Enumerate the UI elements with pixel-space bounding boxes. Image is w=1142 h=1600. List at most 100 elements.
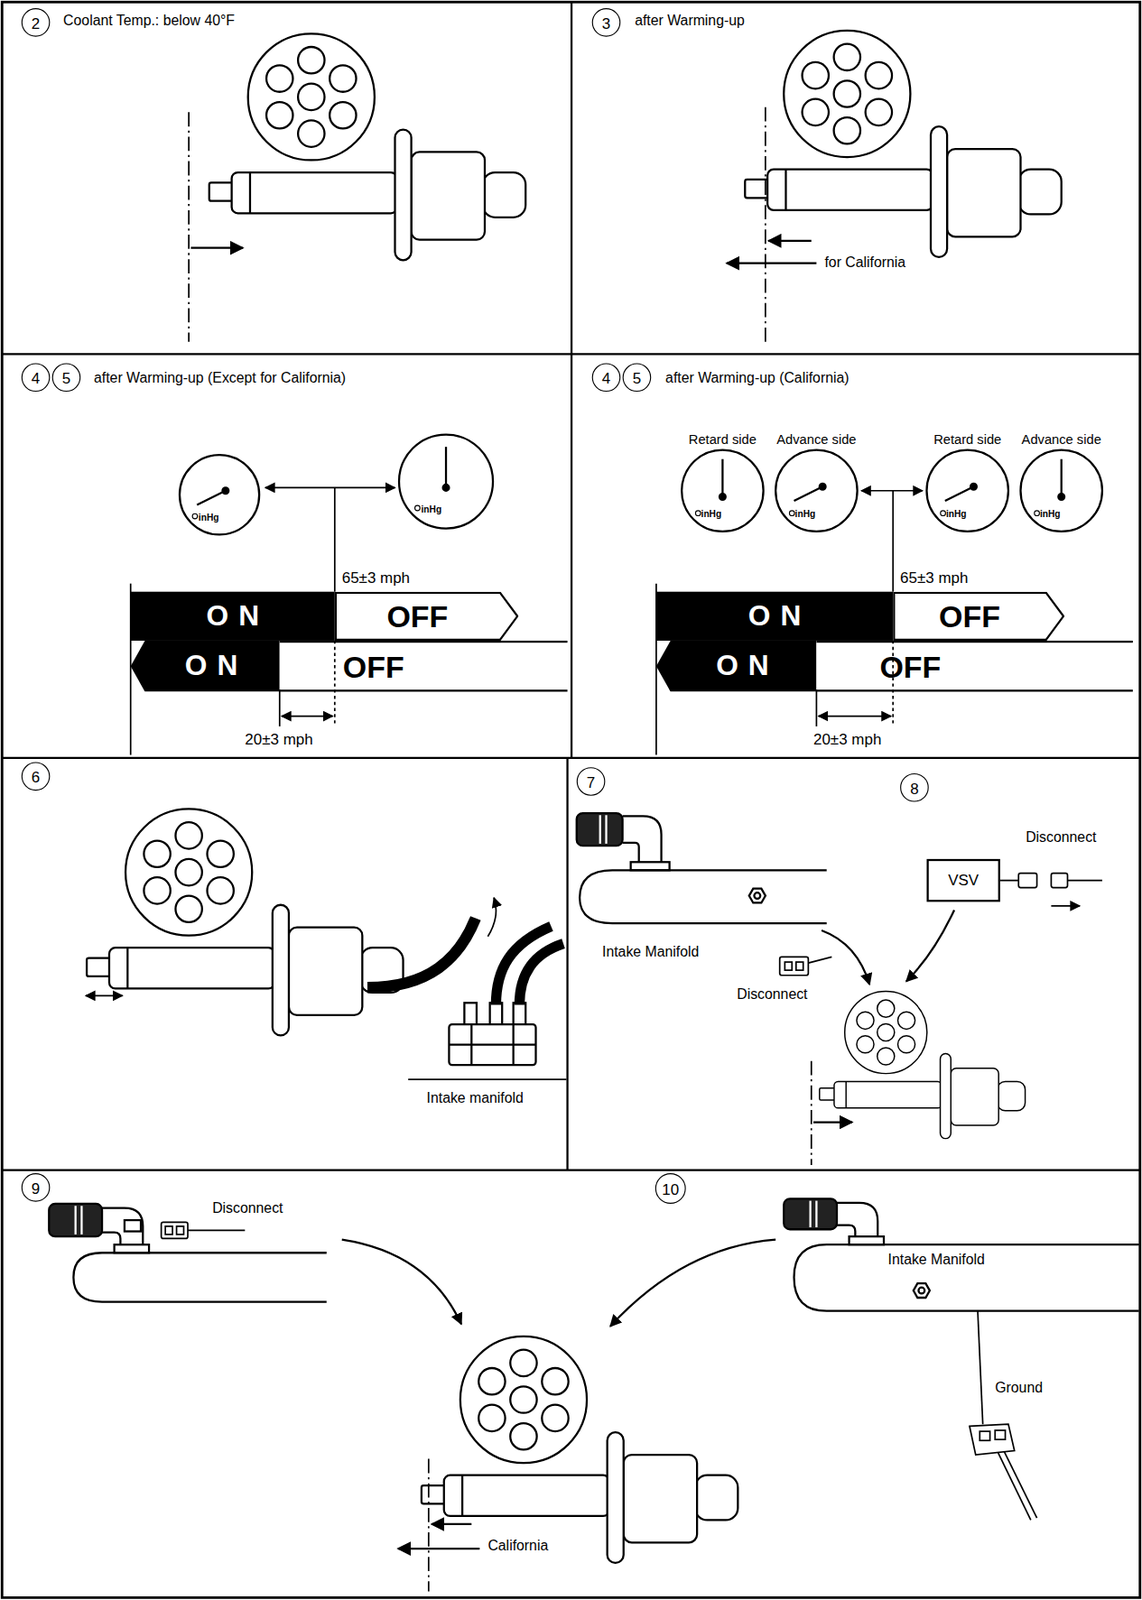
callout-number: 2	[21, 8, 51, 38]
vacuum-hose	[519, 944, 564, 1006]
on-band: ON	[130, 640, 280, 693]
callout-number: 3	[592, 8, 622, 38]
band-fill	[656, 640, 817, 693]
off-band: OFF	[279, 640, 568, 693]
reference-line	[427, 1459, 430, 1593]
label-text: Disconnect	[736, 985, 808, 1003]
speed-line	[334, 487, 336, 592]
callout-text: 2	[31, 14, 40, 30]
movement-arrow	[431, 1523, 472, 1526]
callout-number: 4	[21, 362, 51, 392]
callout-text: 4	[602, 370, 611, 386]
speed-line	[891, 491, 894, 593]
on-band: ON	[656, 592, 893, 641]
callout-number: 6	[21, 761, 51, 791]
intake-manifold	[783, 1198, 1139, 1311]
label-text: Coolant Temp.: below 40°F	[63, 12, 235, 29]
distributor	[421, 1336, 738, 1564]
distributor	[86, 808, 403, 1036]
movement-arrow	[85, 995, 123, 998]
callout-text: 4	[31, 370, 40, 386]
band-text: ON	[705, 650, 780, 683]
off-band: OFF	[816, 640, 1133, 693]
label-text: Disconnect	[212, 1199, 283, 1217]
band-text: OFF	[386, 599, 448, 633]
callout-number: 9	[21, 1173, 51, 1203]
band-text: ON	[195, 600, 270, 632]
disconnect-arrow	[1050, 905, 1080, 908]
dimension-arrow	[818, 715, 892, 718]
vacuum-hose	[367, 918, 476, 988]
callout-text: 5	[62, 370, 71, 386]
gauge-unit: inHg	[795, 510, 817, 520]
label-text: Intake manifold	[427, 1089, 524, 1106]
callout-text: 3	[602, 14, 611, 30]
vacuum-fitting	[448, 1002, 536, 1066]
label-text: after Warming-up (Except for California)	[93, 369, 346, 386]
reference-line	[764, 107, 767, 343]
callout-number: 5	[622, 362, 652, 392]
label-text: 65±3 mph	[342, 568, 410, 587]
movement-arrow	[768, 240, 811, 242]
label-text: after Warming-up	[634, 12, 745, 29]
callout-text: 6	[31, 769, 40, 785]
connector	[1000, 873, 1103, 889]
callout-number: 10	[655, 1173, 687, 1205]
gauge-unit: inHg	[198, 513, 220, 524]
callout-number: 5	[52, 362, 82, 392]
vacuum-gauge: Retard sideinHg	[680, 448, 765, 533]
gauge-unit: inHg	[701, 510, 723, 520]
label-text: for California	[824, 253, 906, 270]
off-band: OFF	[892, 592, 1065, 641]
band-fill	[130, 640, 280, 693]
label-text: Disconnect	[1025, 828, 1096, 845]
gauge-port	[413, 504, 420, 511]
flow-arrow	[906, 909, 955, 982]
movement-arrow	[813, 1121, 853, 1124]
connector	[161, 1222, 246, 1239]
extension-line	[816, 689, 818, 727]
vacuum-gauge: inHg	[178, 454, 260, 536]
intake-manifold	[48, 1204, 326, 1303]
reference-line	[187, 111, 190, 342]
gauge-port	[939, 510, 947, 517]
vacuum-gauge: Advance sideinHg	[774, 448, 859, 533]
manifold-surface	[408, 1078, 567, 1081]
band-outline	[893, 593, 1064, 641]
distributor	[209, 33, 526, 260]
movement-arrow	[726, 262, 817, 265]
flow-arrow	[821, 930, 870, 985]
reference-line	[810, 1061, 813, 1166]
callout-text: 5	[632, 370, 641, 386]
label-text: 65±3 mph	[900, 568, 968, 587]
on-band: ON	[130, 592, 335, 641]
callout-text: 10	[661, 1181, 679, 1198]
callout-text: 7	[586, 773, 595, 790]
label-text: Intake Manifold	[888, 1251, 985, 1268]
gauge-unit: inHg	[1039, 510, 1061, 520]
gauge-unit: inHg	[946, 510, 967, 520]
dimension-arrow	[281, 715, 334, 718]
vsv-box: VSV	[926, 859, 1000, 902]
gauge-heading: Advance side	[776, 432, 856, 447]
gauge-heading: Advance side	[1021, 432, 1102, 447]
label-text: Ground	[994, 1379, 1043, 1396]
movement-arrow	[190, 247, 243, 250]
callout-number: 8	[900, 773, 929, 803]
band-text: OFF	[343, 649, 405, 684]
speed-line	[334, 640, 336, 727]
label-text: California	[487, 1538, 548, 1555]
label-text: Intake Manifold	[602, 944, 699, 961]
band-text: ON	[175, 650, 249, 683]
movement-arrow	[398, 1548, 480, 1551]
extension-line	[278, 689, 281, 727]
label-text: after Warming-up (California)	[665, 369, 849, 386]
gauge-needle	[196, 446, 1065, 505]
connector	[779, 956, 833, 975]
distributor	[744, 30, 1061, 258]
gauge-heading: Retard side	[688, 432, 757, 447]
gauge-port	[789, 510, 796, 517]
